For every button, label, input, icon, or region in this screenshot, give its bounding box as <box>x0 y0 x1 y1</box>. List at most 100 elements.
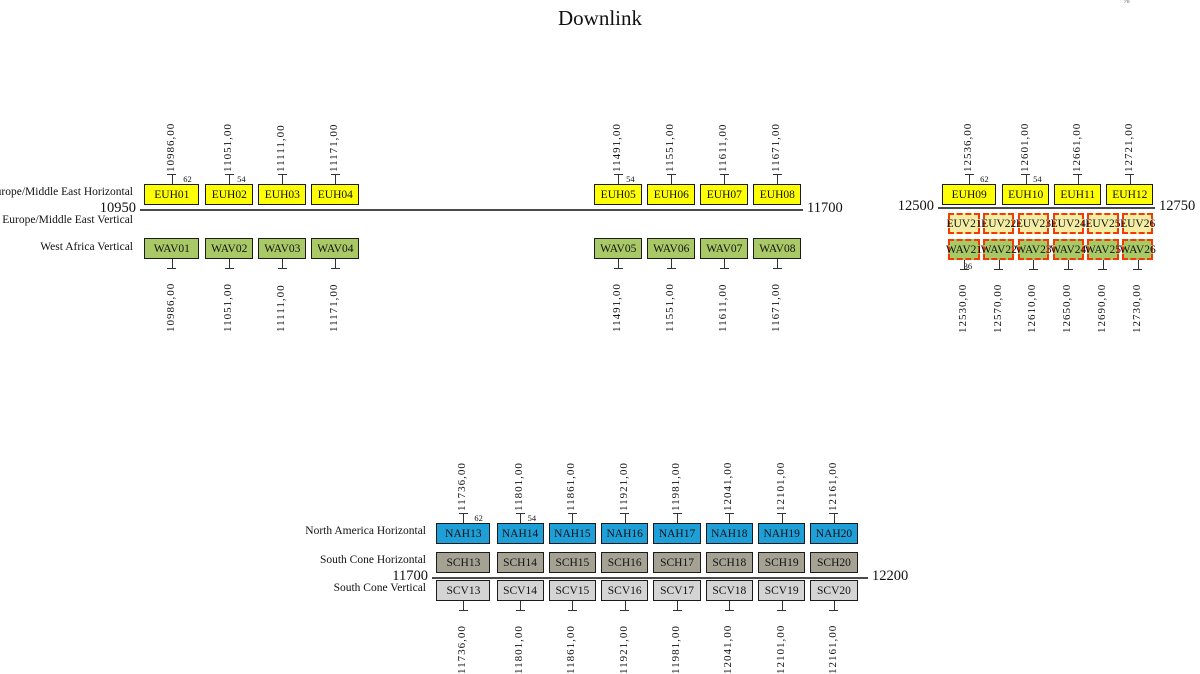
page-title: Downlink <box>558 6 642 30</box>
channel-box-SCV17: SCV17 <box>653 580 701 601</box>
frequency-label: 12721,00 <box>1122 122 1135 172</box>
frequency-label: 12661,00 <box>1070 122 1083 172</box>
frequency-label: 11171,00 <box>328 123 341 172</box>
frequency-label: 11981,00 <box>670 625 683 674</box>
freq-tick-stem <box>1130 175 1131 184</box>
freq-tick-cap <box>829 513 839 514</box>
channel-box-EUH04: EUH04 <box>311 184 360 205</box>
freq-tick-cap <box>964 174 974 175</box>
frequency-label: 11491,00 <box>611 283 624 332</box>
channel-box-EUV23: EUV23 <box>1016 213 1051 234</box>
freq-tick-stem <box>1033 260 1034 269</box>
freq-tick-cap <box>458 610 468 611</box>
freq-tick-cap <box>777 513 787 514</box>
frequency-label: 12101,00 <box>774 624 787 674</box>
frequency-label: 11736,00 <box>456 462 469 511</box>
freq-tick-cap <box>719 268 729 269</box>
bandwidth-badge: 36 <box>963 261 973 271</box>
freq-tick-cap <box>620 513 630 514</box>
channel-box-WAV05: WAV05 <box>594 238 643 259</box>
axis-start-label: 11700 <box>392 568 428 584</box>
channel-box-WAV22: WAV22 <box>981 239 1017 260</box>
row-label: North America Horizontal <box>305 525 426 537</box>
freq-tick-cap <box>613 268 623 269</box>
channel-box-SCV20: SCV20 <box>810 580 858 601</box>
frequency-label: 11111,00 <box>275 284 288 332</box>
channel-box-WAV21: WAV21 <box>946 239 982 260</box>
freq-tick-cap <box>719 174 729 175</box>
freq-tick-cap <box>959 269 969 270</box>
freq-tick-stem <box>282 175 283 184</box>
freq-tick-cap <box>167 174 177 175</box>
freq-tick-cap <box>724 513 734 514</box>
axis-end-label: 12200 <box>872 568 909 584</box>
freq-tick-cap <box>1098 269 1108 270</box>
channel-box-EUH02: EUH02 <box>205 184 254 205</box>
frequency-label: 11551,00 <box>664 123 677 172</box>
channel-box-EUH05: EUH05 <box>594 184 643 205</box>
freq-tick-stem <box>782 601 783 610</box>
freq-tick-cap <box>330 174 340 175</box>
channel-box-SCV18: SCV18 <box>705 580 753 601</box>
channel-box-SCH16: SCH16 <box>601 552 649 573</box>
channel-box-WAV03: WAV03 <box>258 238 307 259</box>
frequency-label: 11111,00 <box>275 124 288 172</box>
frequency-axis <box>938 207 1155 209</box>
row-label: Europe/Middle East Horizontal <box>0 186 133 198</box>
channel-box-SCV13: SCV13 <box>436 580 491 601</box>
freq-tick-stem <box>1103 260 1104 269</box>
freq-tick-cap <box>1028 269 1038 270</box>
axis-start-label: 10950 <box>99 200 136 216</box>
channel-box-WAV07: WAV07 <box>700 238 749 259</box>
channel-box-EUV25: EUV25 <box>1085 213 1120 234</box>
row-label: South Cone Horizontal <box>319 554 426 566</box>
channel-box-EUV24: EUV24 <box>1051 213 1086 234</box>
frequency-label: 12610,00 <box>1026 283 1039 333</box>
frequency-label: 12530,00 <box>957 283 970 333</box>
bandwidth-badge: 54 <box>527 513 537 523</box>
frequency-label: 11671,00 <box>770 123 783 172</box>
freq-tick-cap <box>224 174 234 175</box>
channel-box-NAH20: NAH20 <box>810 523 858 544</box>
frequency-label: 12161,00 <box>826 461 839 511</box>
frequency-label: 12730,00 <box>1130 283 1143 333</box>
channel-box-WAV26: WAV26 <box>1120 239 1156 260</box>
channel-box-WAV02: WAV02 <box>205 238 254 259</box>
freq-tick-stem <box>834 514 835 523</box>
frequency-label: 11051,00 <box>222 123 235 172</box>
freq-tick-stem <box>625 601 626 610</box>
freq-tick-stem <box>625 514 626 523</box>
freq-tick-stem <box>777 175 778 184</box>
freq-tick-stem <box>1068 260 1069 269</box>
freq-tick-cap <box>1021 174 1031 175</box>
freq-tick-stem <box>834 601 835 610</box>
freq-tick-stem <box>1138 260 1139 269</box>
frequency-label: 11921,00 <box>617 625 630 674</box>
freq-tick-stem <box>335 259 336 268</box>
row-label: South Cone Vertical <box>333 582 426 594</box>
channel-box-EUH08: EUH08 <box>753 184 802 205</box>
freq-tick-stem <box>729 514 730 523</box>
freq-tick-cap <box>1063 269 1073 270</box>
channel-box-NAH15: NAH15 <box>548 523 596 544</box>
channel-box-NAH14: NAH14 <box>496 523 544 544</box>
frequency-label: 11861,00 <box>565 462 578 511</box>
channel-box-SCH17: SCH17 <box>653 552 701 573</box>
channel-box-SCV16: SCV16 <box>601 580 649 601</box>
frequency-label: 11921,00 <box>617 462 630 511</box>
freq-tick-cap <box>515 513 525 514</box>
channel-box-WAV23: WAV23 <box>1015 239 1052 260</box>
frequency-label: 11801,00 <box>513 462 526 511</box>
freq-tick-cap <box>613 174 623 175</box>
frequency-label: 11981,00 <box>670 462 683 511</box>
frequency-label: 12041,00 <box>722 624 735 674</box>
freq-tick-stem <box>724 259 725 268</box>
freq-tick-stem <box>1078 175 1079 184</box>
freq-tick-stem <box>671 259 672 268</box>
channel-box-EUH03: EUH03 <box>258 184 307 205</box>
freq-tick-stem <box>964 260 965 269</box>
axis-end-label: 11700 <box>807 200 843 216</box>
freq-tick-cap <box>567 610 577 611</box>
freq-tick-stem <box>677 601 678 610</box>
frequency-label: 12650,00 <box>1061 283 1074 333</box>
